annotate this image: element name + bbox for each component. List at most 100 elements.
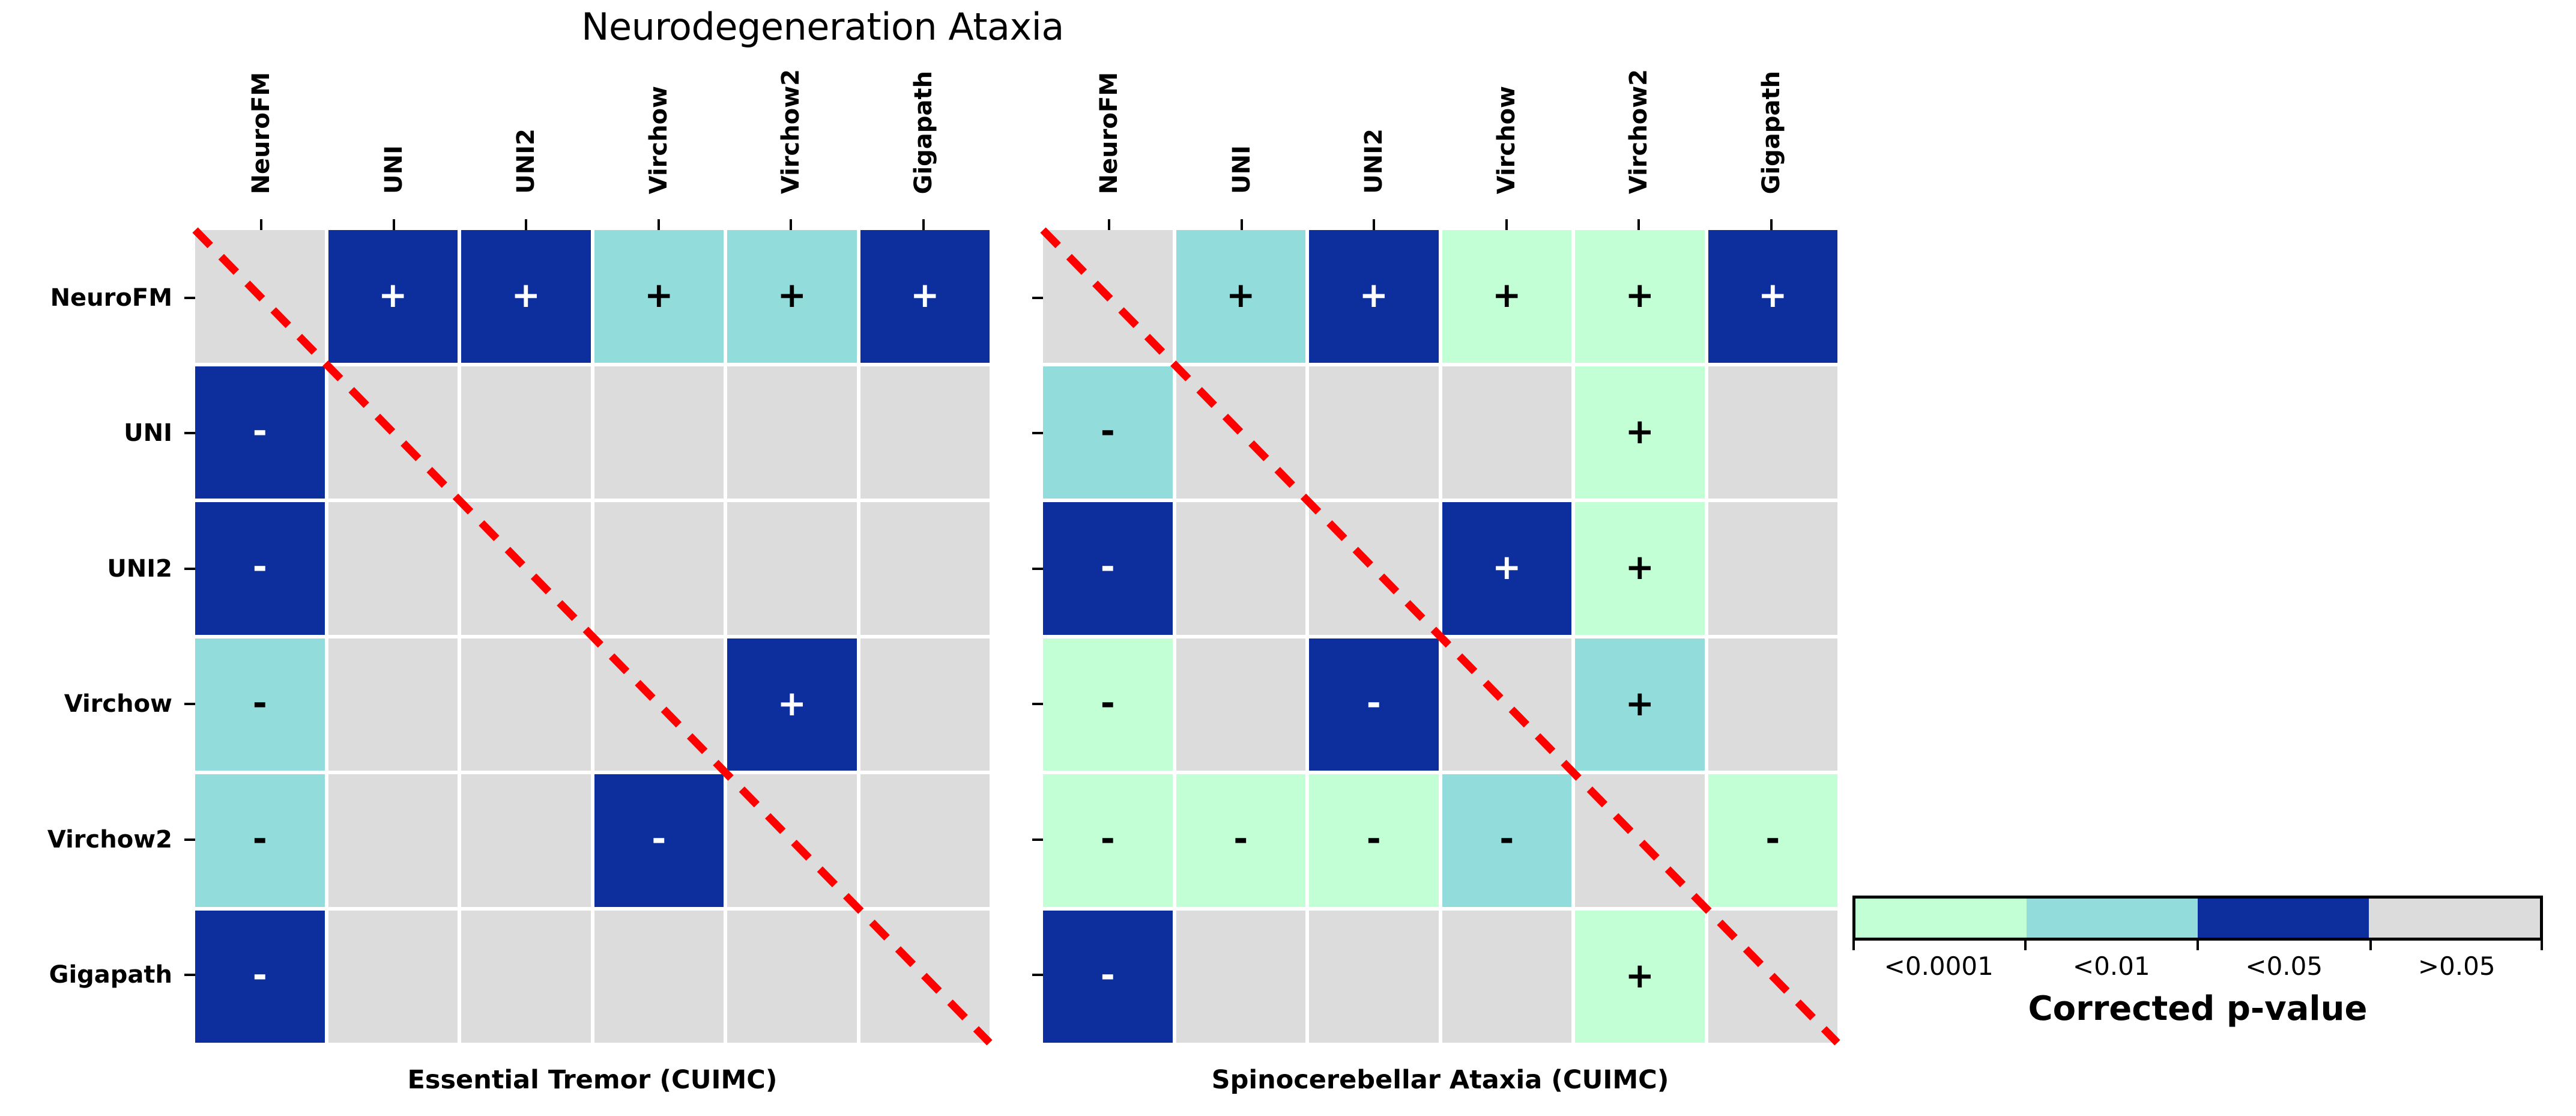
x-axis-label-text: Virchow <box>1492 85 1520 194</box>
heatmap-cell[interactable] <box>328 366 458 499</box>
heatmap-cell[interactable] <box>195 230 325 363</box>
heatmap-cell[interactable]: + <box>1176 230 1305 363</box>
heatmap-cell[interactable] <box>461 638 591 771</box>
heatmap-cell[interactable]: + <box>1575 910 1705 1043</box>
heatmap-cell[interactable] <box>1708 366 1837 499</box>
heatmap-cell[interactable] <box>727 774 857 907</box>
heatmap-cell[interactable] <box>727 910 857 1043</box>
heatmap-cell[interactable]: + <box>1708 230 1837 363</box>
heatmap-cell[interactable] <box>461 502 591 635</box>
heatmap-cell[interactable]: + <box>1575 502 1705 635</box>
heatmap-cell[interactable]: - <box>195 366 325 499</box>
heatmap-cell[interactable]: - <box>1309 638 1439 771</box>
heatmap-cell[interactable] <box>594 910 724 1043</box>
heatmap-cell[interactable] <box>1442 366 1571 499</box>
heatmap-cell[interactable] <box>1708 910 1837 1043</box>
heatmap-cell[interactable]: - <box>1043 910 1173 1043</box>
y-axis-label-right-4 <box>1001 772 1025 908</box>
heatmap-cell[interactable] <box>461 774 591 907</box>
heatmap-cell[interactable]: - <box>195 910 325 1043</box>
heatmap-cell[interactable] <box>594 502 724 635</box>
heatmap-cell[interactable] <box>1176 910 1305 1043</box>
heatmap-cell[interactable] <box>328 502 458 635</box>
colorbar-title: Corrected p-value <box>2028 989 2368 1028</box>
significance-minus-marker: - <box>1100 954 1115 995</box>
heatmap-cell[interactable] <box>594 366 724 499</box>
heatmap-cell[interactable]: + <box>1575 638 1705 771</box>
y-tick-left-1 <box>177 366 195 502</box>
heatmap-cell[interactable] <box>328 638 458 771</box>
heatmap-cell[interactable] <box>1708 502 1837 635</box>
heatmap-cell[interactable] <box>860 502 990 635</box>
heatmap-cell[interactable] <box>1176 638 1305 771</box>
significance-minus-marker: - <box>1100 546 1115 587</box>
x-axis-label-left-3: Virchow <box>593 0 725 194</box>
significance-minus-marker: - <box>1765 818 1780 860</box>
heatmap-cell[interactable]: + <box>328 230 458 363</box>
heatmap-cell[interactable]: - <box>1309 774 1439 907</box>
heatmap-cell[interactable]: - <box>1043 638 1173 771</box>
heatmap-cell[interactable]: - <box>1043 366 1173 499</box>
significance-minus-marker: - <box>1233 818 1248 860</box>
heatmap-cell[interactable]: - <box>1708 774 1837 907</box>
heatmap-cell[interactable] <box>860 910 990 1043</box>
colorbar-label-2: <0.05 <box>2245 951 2323 981</box>
heatmap-cell[interactable]: + <box>461 230 591 363</box>
heatmap-cell[interactable] <box>328 774 458 907</box>
y-axis-label-left-5: Gigapath <box>49 961 172 989</box>
heatmap-cell[interactable]: - <box>594 774 724 907</box>
significance-plus-marker: + <box>1492 547 1522 588</box>
heatmap-cell[interactable] <box>860 774 990 907</box>
colorbar-gradient <box>1852 896 2543 941</box>
heatmap-cell[interactable] <box>461 366 591 499</box>
heatmap-cell[interactable]: + <box>594 230 724 363</box>
heatmap-cell[interactable] <box>1043 230 1173 363</box>
significance-plus-marker: + <box>1758 274 1788 316</box>
heatmap-cell[interactable]: + <box>1575 230 1705 363</box>
heatmap-cell[interactable] <box>1309 910 1439 1043</box>
heatmap-grid-right: +++++-+-++--+------+ <box>1043 230 1837 1043</box>
significance-minus-marker: - <box>1366 818 1381 860</box>
heatmap-cell[interactable] <box>1575 774 1705 907</box>
heatmap-cell[interactable]: + <box>727 230 857 363</box>
heatmap-cell[interactable]: - <box>195 502 325 635</box>
heatmap-cell[interactable]: + <box>1575 366 1705 499</box>
heatmap-cell[interactable] <box>328 910 458 1043</box>
heatmap-cell[interactable]: - <box>195 774 325 907</box>
heatmap-cell[interactable]: + <box>1442 230 1571 363</box>
x-axis-label-text: UNI <box>1227 145 1256 194</box>
significance-plus-marker: + <box>910 274 940 316</box>
heatmap-cell[interactable] <box>1176 366 1305 499</box>
x-axis-label-left-4: Virchow2 <box>725 0 857 194</box>
heatmap-cell[interactable] <box>594 638 724 771</box>
heatmap-cell[interactable] <box>860 638 990 771</box>
heatmap-cell[interactable]: - <box>195 638 325 771</box>
heatmap-cell[interactable] <box>461 910 591 1043</box>
heatmap-cell[interactable] <box>727 366 857 499</box>
x-tick-left-0 <box>195 212 328 230</box>
heatmap-cell[interactable]: - <box>1176 774 1305 907</box>
heatmap-cell[interactable] <box>727 502 857 635</box>
heatmap-cell[interactable] <box>1176 502 1305 635</box>
heatmap-cell[interactable] <box>1309 366 1439 499</box>
heatmap-cell[interactable] <box>1708 638 1837 771</box>
significance-plus-marker: + <box>1625 410 1655 452</box>
heatmap-cell[interactable]: + <box>727 638 857 771</box>
heatmap-cell[interactable]: - <box>1043 774 1173 907</box>
heatmap-cell[interactable]: - <box>1043 502 1173 635</box>
significance-plus-marker: + <box>378 274 408 316</box>
heatmap-grid-left: +++++---+--- <box>195 230 990 1043</box>
colorbar-segment-3 <box>2369 899 2540 938</box>
panel-subtitle-right: Spinocerebellar Ataxia (CUIMC) <box>1211 1065 1669 1095</box>
heatmap-cell[interactable] <box>1442 638 1571 771</box>
heatmap-cell[interactable] <box>860 366 990 499</box>
heatmap-cell[interactable] <box>1309 502 1439 635</box>
significance-plus-marker: + <box>1226 274 1256 316</box>
heatmap-cell[interactable]: + <box>860 230 990 363</box>
heatmap-cell[interactable]: - <box>1442 774 1571 907</box>
heatmap-cell[interactable]: + <box>1442 502 1571 635</box>
heatmap-cell[interactable] <box>1442 910 1571 1043</box>
heatmap-cell[interactable]: + <box>1309 230 1439 363</box>
